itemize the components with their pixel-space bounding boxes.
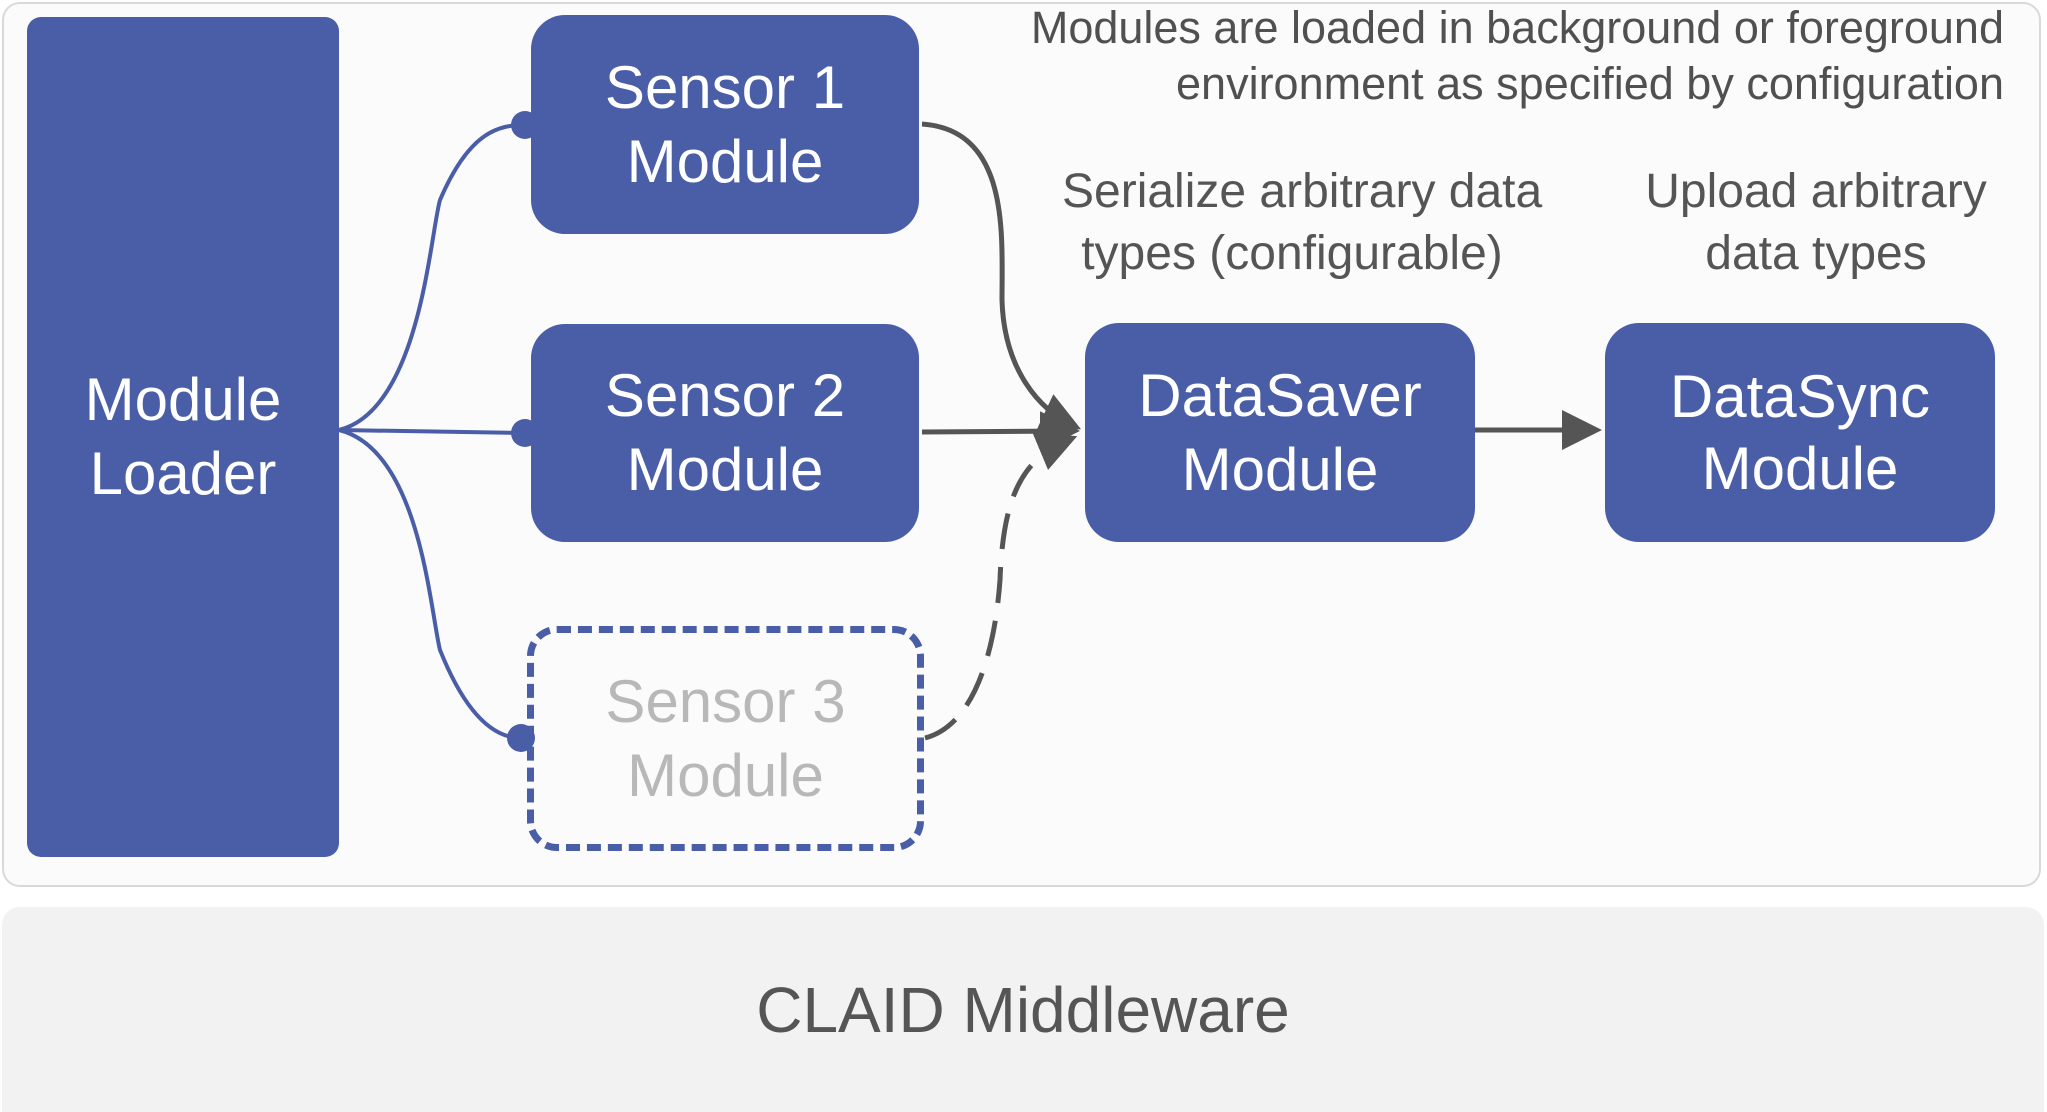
datasaver-label-line1: DataSaver: [1138, 361, 1422, 429]
serialize-note-line1: Serialize arbitrary data: [1062, 165, 1543, 218]
sensor1-module-box: Sensor 1 Module: [531, 15, 919, 234]
sensor3-module-box: Sensor 3 Module: [527, 626, 924, 851]
module-loader-label-line2: Loader: [89, 440, 277, 507]
serialize-note-line2: types (configurable): [1081, 227, 1503, 280]
datasync-label-line2: Module: [1701, 434, 1899, 502]
module-loader-box: Module Loader: [27, 17, 339, 857]
loading-environment-note: Modules are loaded in background or fore…: [1031, 0, 2004, 112]
datasaver-label-line2: Module: [1181, 435, 1379, 503]
sensor2-module-box: Sensor 2 Module: [531, 324, 919, 542]
middleware-footer-panel: [2, 907, 2044, 1112]
serialize-note: Serialize arbitrary data types (configur…: [1062, 161, 1543, 285]
module-loader-label-line1: Module: [84, 366, 282, 433]
loading-note-line2: environment as specified by configuratio…: [1176, 58, 2004, 109]
sensor1-label-line1: Sensor 1: [604, 53, 846, 121]
upload-note-line2: data types: [1705, 227, 1927, 280]
upload-note-line1: Upload arbitrary: [1645, 165, 1987, 218]
datasaver-module-box: DataSaver Module: [1085, 323, 1475, 542]
sensor2-label-line1: Sensor 2: [604, 362, 846, 429]
sensor3-label-line2: Module: [627, 741, 824, 809]
sensor3-label-line1: Sensor 3: [605, 667, 846, 735]
datasync-module-box: DataSync Module: [1605, 323, 1995, 542]
sensor1-label-line2: Module: [626, 127, 824, 195]
upload-note: Upload arbitrary data types: [1630, 161, 2002, 285]
sensor2-label-line2: Module: [626, 436, 824, 503]
middleware-label: CLAID Middleware: [756, 973, 1290, 1046]
datasync-label-line1: DataSync: [1669, 362, 1931, 430]
loading-note-line1: Modules are loaded in background or fore…: [1030, 2, 2004, 53]
